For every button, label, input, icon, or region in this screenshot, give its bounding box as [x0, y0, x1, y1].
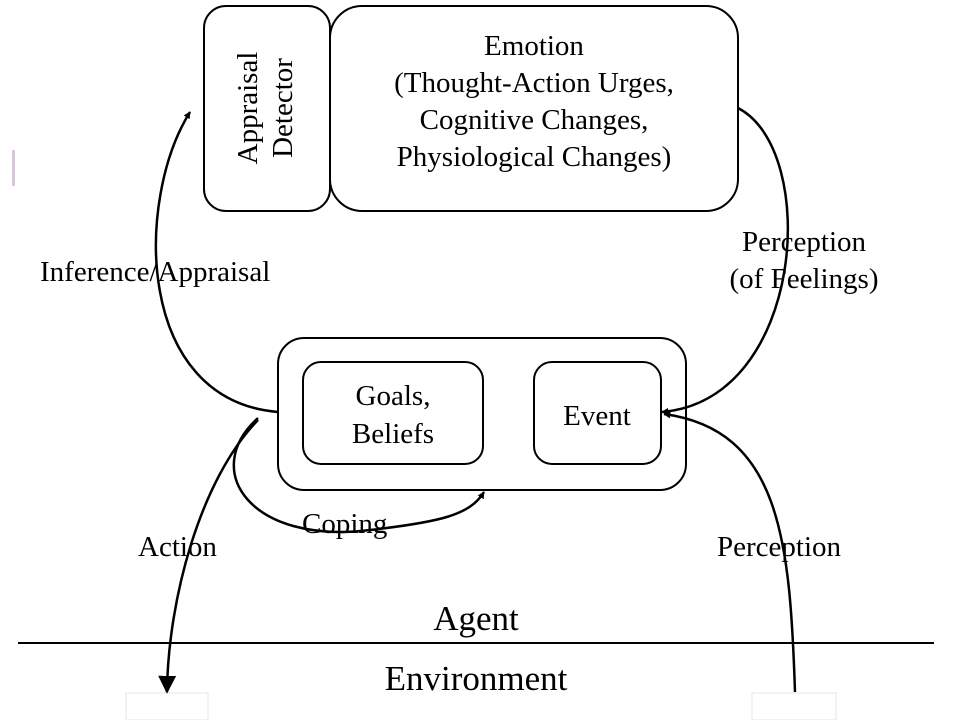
coping-arrow: [232, 417, 486, 533]
emotion-box: Emotion (Thought-Action Urges, Cognitive…: [329, 5, 739, 212]
perception-feelings-arrow: [661, 106, 790, 415]
goals-beliefs-box: Goals, Beliefs: [302, 361, 484, 465]
perception-arrow: [663, 411, 797, 693]
action-label: Action: [138, 531, 217, 563]
emotion-line2: (Thought-Action Urges,: [394, 67, 674, 99]
perception-feelings-label-2: (of Feelings): [730, 263, 879, 295]
beliefs-label: Beliefs: [352, 418, 434, 450]
goals-label: Goals,: [356, 380, 431, 412]
emotion-title: Emotion: [484, 30, 584, 62]
perception-source-block: [751, 692, 837, 720]
environment-label: Environment: [385, 659, 568, 698]
action-target-block: [125, 692, 209, 720]
event-label: Event: [563, 400, 631, 432]
inference-appraisal-arrow: [154, 111, 279, 414]
emotion-line3: Cognitive Changes,: [420, 104, 649, 136]
emotion-line4: Physiological Changes): [397, 141, 672, 173]
perception-feelings-label-1: Perception: [742, 226, 867, 258]
inference-appraisal-label: Inference/Appraisal: [40, 256, 270, 288]
action-arrow: [158, 419, 259, 694]
coping-label: Coping: [302, 508, 387, 540]
appraisal-detector-line1: Appraisal: [232, 52, 264, 165]
perception-label: Perception: [717, 531, 842, 563]
agent-label: Agent: [433, 599, 519, 638]
event-box: Event: [533, 361, 662, 465]
appraisal-detector-box: Appraisal Detector: [203, 5, 331, 212]
appraisal-detector-line2: Detector: [267, 58, 299, 158]
edge-mark: [12, 150, 15, 186]
